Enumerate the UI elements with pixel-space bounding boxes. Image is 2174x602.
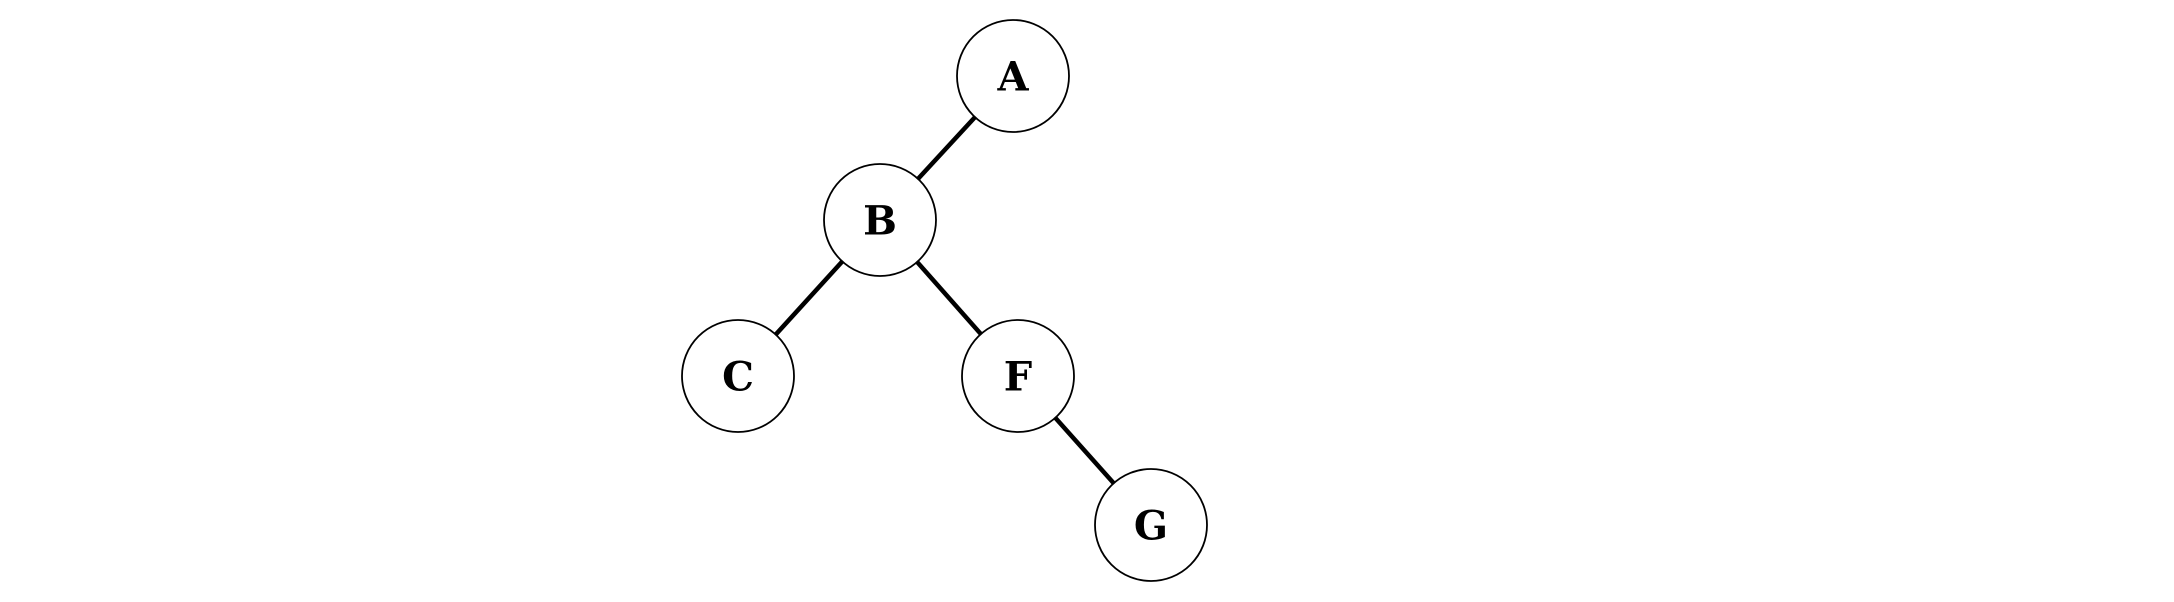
node-A: A: [956, 19, 1070, 133]
node-label-G: G: [1134, 502, 1168, 549]
node-G: G: [1094, 468, 1208, 582]
node-label-A: A: [996, 53, 1029, 100]
node-F: F: [961, 319, 1075, 433]
node-circle-F: [961, 319, 1075, 433]
node-circle-A: [956, 19, 1070, 133]
node-C: C: [681, 319, 795, 433]
node-label-B: B: [863, 197, 897, 244]
node-B: B: [823, 163, 937, 277]
node-circle-B: [823, 163, 937, 277]
node-circle-G: [1094, 468, 1208, 582]
node-circle-C: [681, 319, 795, 433]
node-label-C: C: [722, 353, 754, 400]
node-label-F: F: [1004, 353, 1032, 400]
